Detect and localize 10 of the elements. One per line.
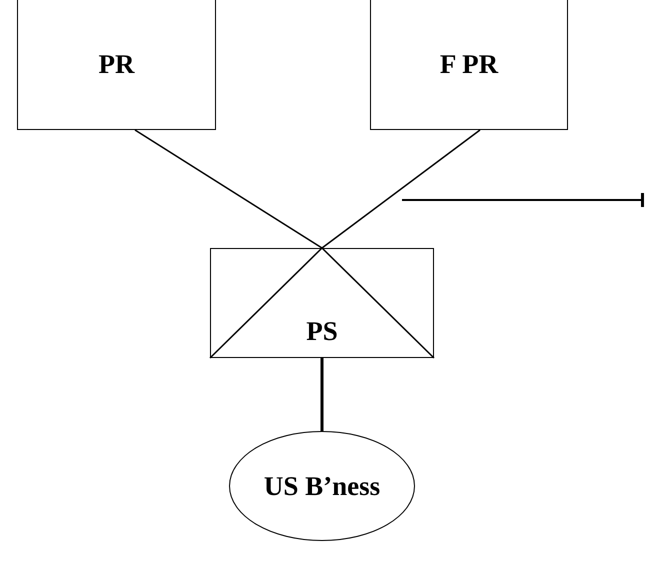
connector-line [134, 129, 322, 249]
connector-line [320, 358, 324, 431]
node-label: F PR [440, 48, 498, 80]
connector-line [322, 129, 480, 249]
process-box [17, 0, 216, 130]
node-label: PR [98, 48, 134, 80]
process-box [370, 0, 568, 130]
node-label: PS [306, 316, 338, 346]
ellipse-node [229, 431, 415, 541]
node-label: US B’ness [264, 470, 380, 502]
